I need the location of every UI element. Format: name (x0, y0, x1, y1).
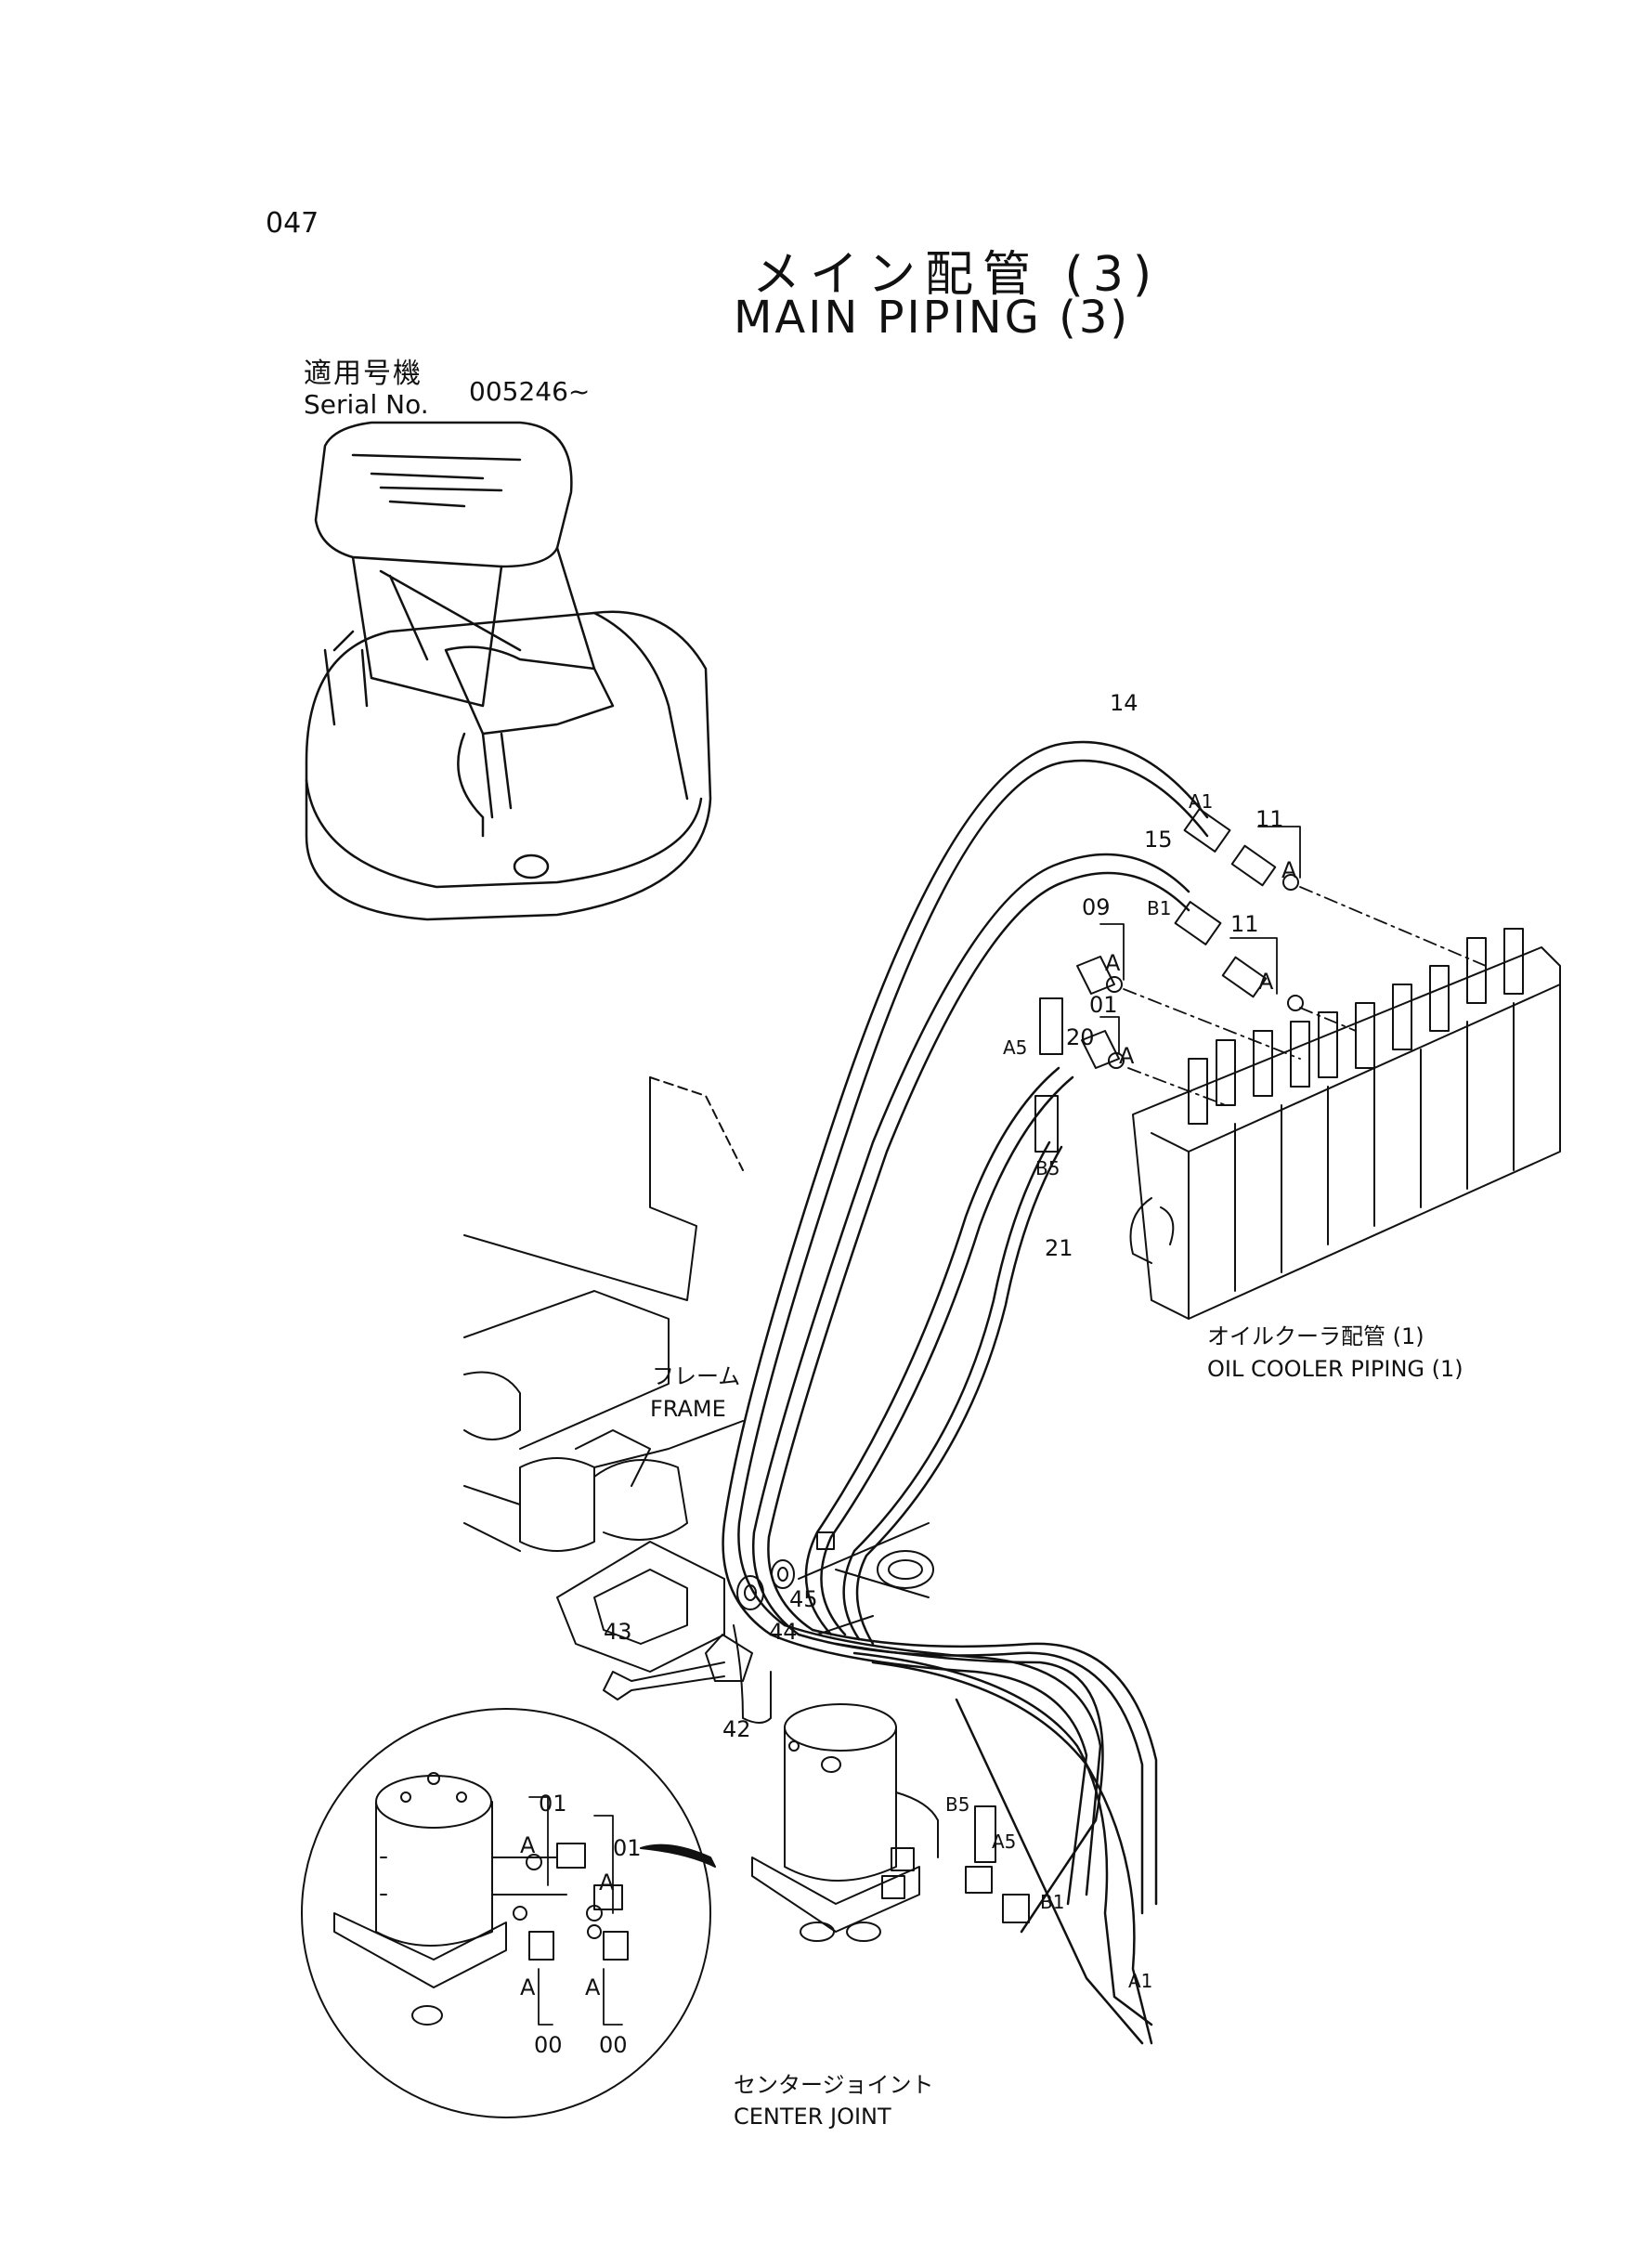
inset-label-00-b: 00 (599, 2032, 628, 2058)
caption-center-joint-en: CENTER JOINT (734, 2104, 891, 2130)
page-number: 047 (266, 207, 319, 240)
clamp-assembly (603, 1559, 795, 1724)
caption-center-joint-jp: センタージョイント (734, 2072, 934, 2098)
part-label-11-upper: 11 (1255, 806, 1284, 832)
title-english: MAIN PIPING (3) (734, 292, 1131, 344)
control-valve-illustration (1129, 928, 1561, 1320)
part-label-09: 09 (1082, 894, 1111, 920)
inset-label-A-1: A (520, 1832, 536, 1858)
fittings-near-valve (1034, 808, 1487, 1153)
oring-label-A-1: A (1281, 857, 1297, 883)
machine-overview-illustration (305, 421, 712, 921)
part-label-20: 20 (1066, 1024, 1095, 1050)
cj-port-label-A5: A5 (992, 1831, 1016, 1853)
center-joint-illustration (751, 1703, 1030, 1942)
part-label-44: 44 (769, 1619, 798, 1645)
part-label-21: 21 (1045, 1235, 1073, 1261)
inset-label-A-2: A (599, 1870, 615, 1896)
port-label-B1: B1 (1147, 897, 1171, 919)
inset-label-A-4: A (585, 1974, 601, 2000)
part-label-11-lower: 11 (1230, 911, 1259, 937)
caption-frame-jp: フレーム (652, 1363, 740, 1389)
oring-label-A-3: A (1105, 950, 1121, 976)
title-japanese: メイン配管 (3) (752, 247, 1162, 303)
serial-label-japanese: 適用号機 (304, 358, 423, 390)
part-label-45: 45 (789, 1586, 818, 1612)
cj-port-label-B1: B1 (1040, 1891, 1064, 1913)
oring-label-A-4: A (1119, 1043, 1135, 1069)
port-label-A5: A5 (1003, 1036, 1027, 1059)
part-label-15: 15 (1144, 827, 1173, 853)
caption-oil-cooler-en: OIL COOLER PIPING (1) (1207, 1356, 1463, 1382)
hose-bundle (722, 740, 1209, 2045)
part-label-42: 42 (722, 1716, 751, 1742)
caption-frame-en: FRAME (650, 1396, 726, 1422)
cj-port-label-A1: A1 (1128, 1970, 1152, 1992)
port-label-B5: B5 (1035, 1157, 1060, 1179)
inset-label-A-3: A (520, 1974, 536, 2000)
center-joint-detail-inset (301, 1708, 716, 2118)
part-label-43: 43 (604, 1619, 632, 1645)
serial-value: 005246~ (469, 376, 591, 407)
cj-port-label-B5: B5 (945, 1793, 969, 1816)
serial-label-english: Serial No. (304, 389, 429, 420)
part-label-14: 14 (1110, 690, 1138, 716)
inset-label-00-a: 00 (534, 2032, 563, 2058)
inset-label-01-b: 01 (613, 1835, 642, 1861)
part-label-01: 01 (1089, 992, 1118, 1018)
oring-label-A-2: A (1258, 969, 1274, 995)
inset-label-01-a: 01 (539, 1791, 567, 1817)
valve-spools (1188, 928, 1524, 1125)
caption-oil-cooler-jp: オイルクーラ配管 (1) (1207, 1323, 1424, 1349)
port-label-A1: A1 (1189, 790, 1213, 813)
frame-illustration (463, 1076, 934, 1673)
